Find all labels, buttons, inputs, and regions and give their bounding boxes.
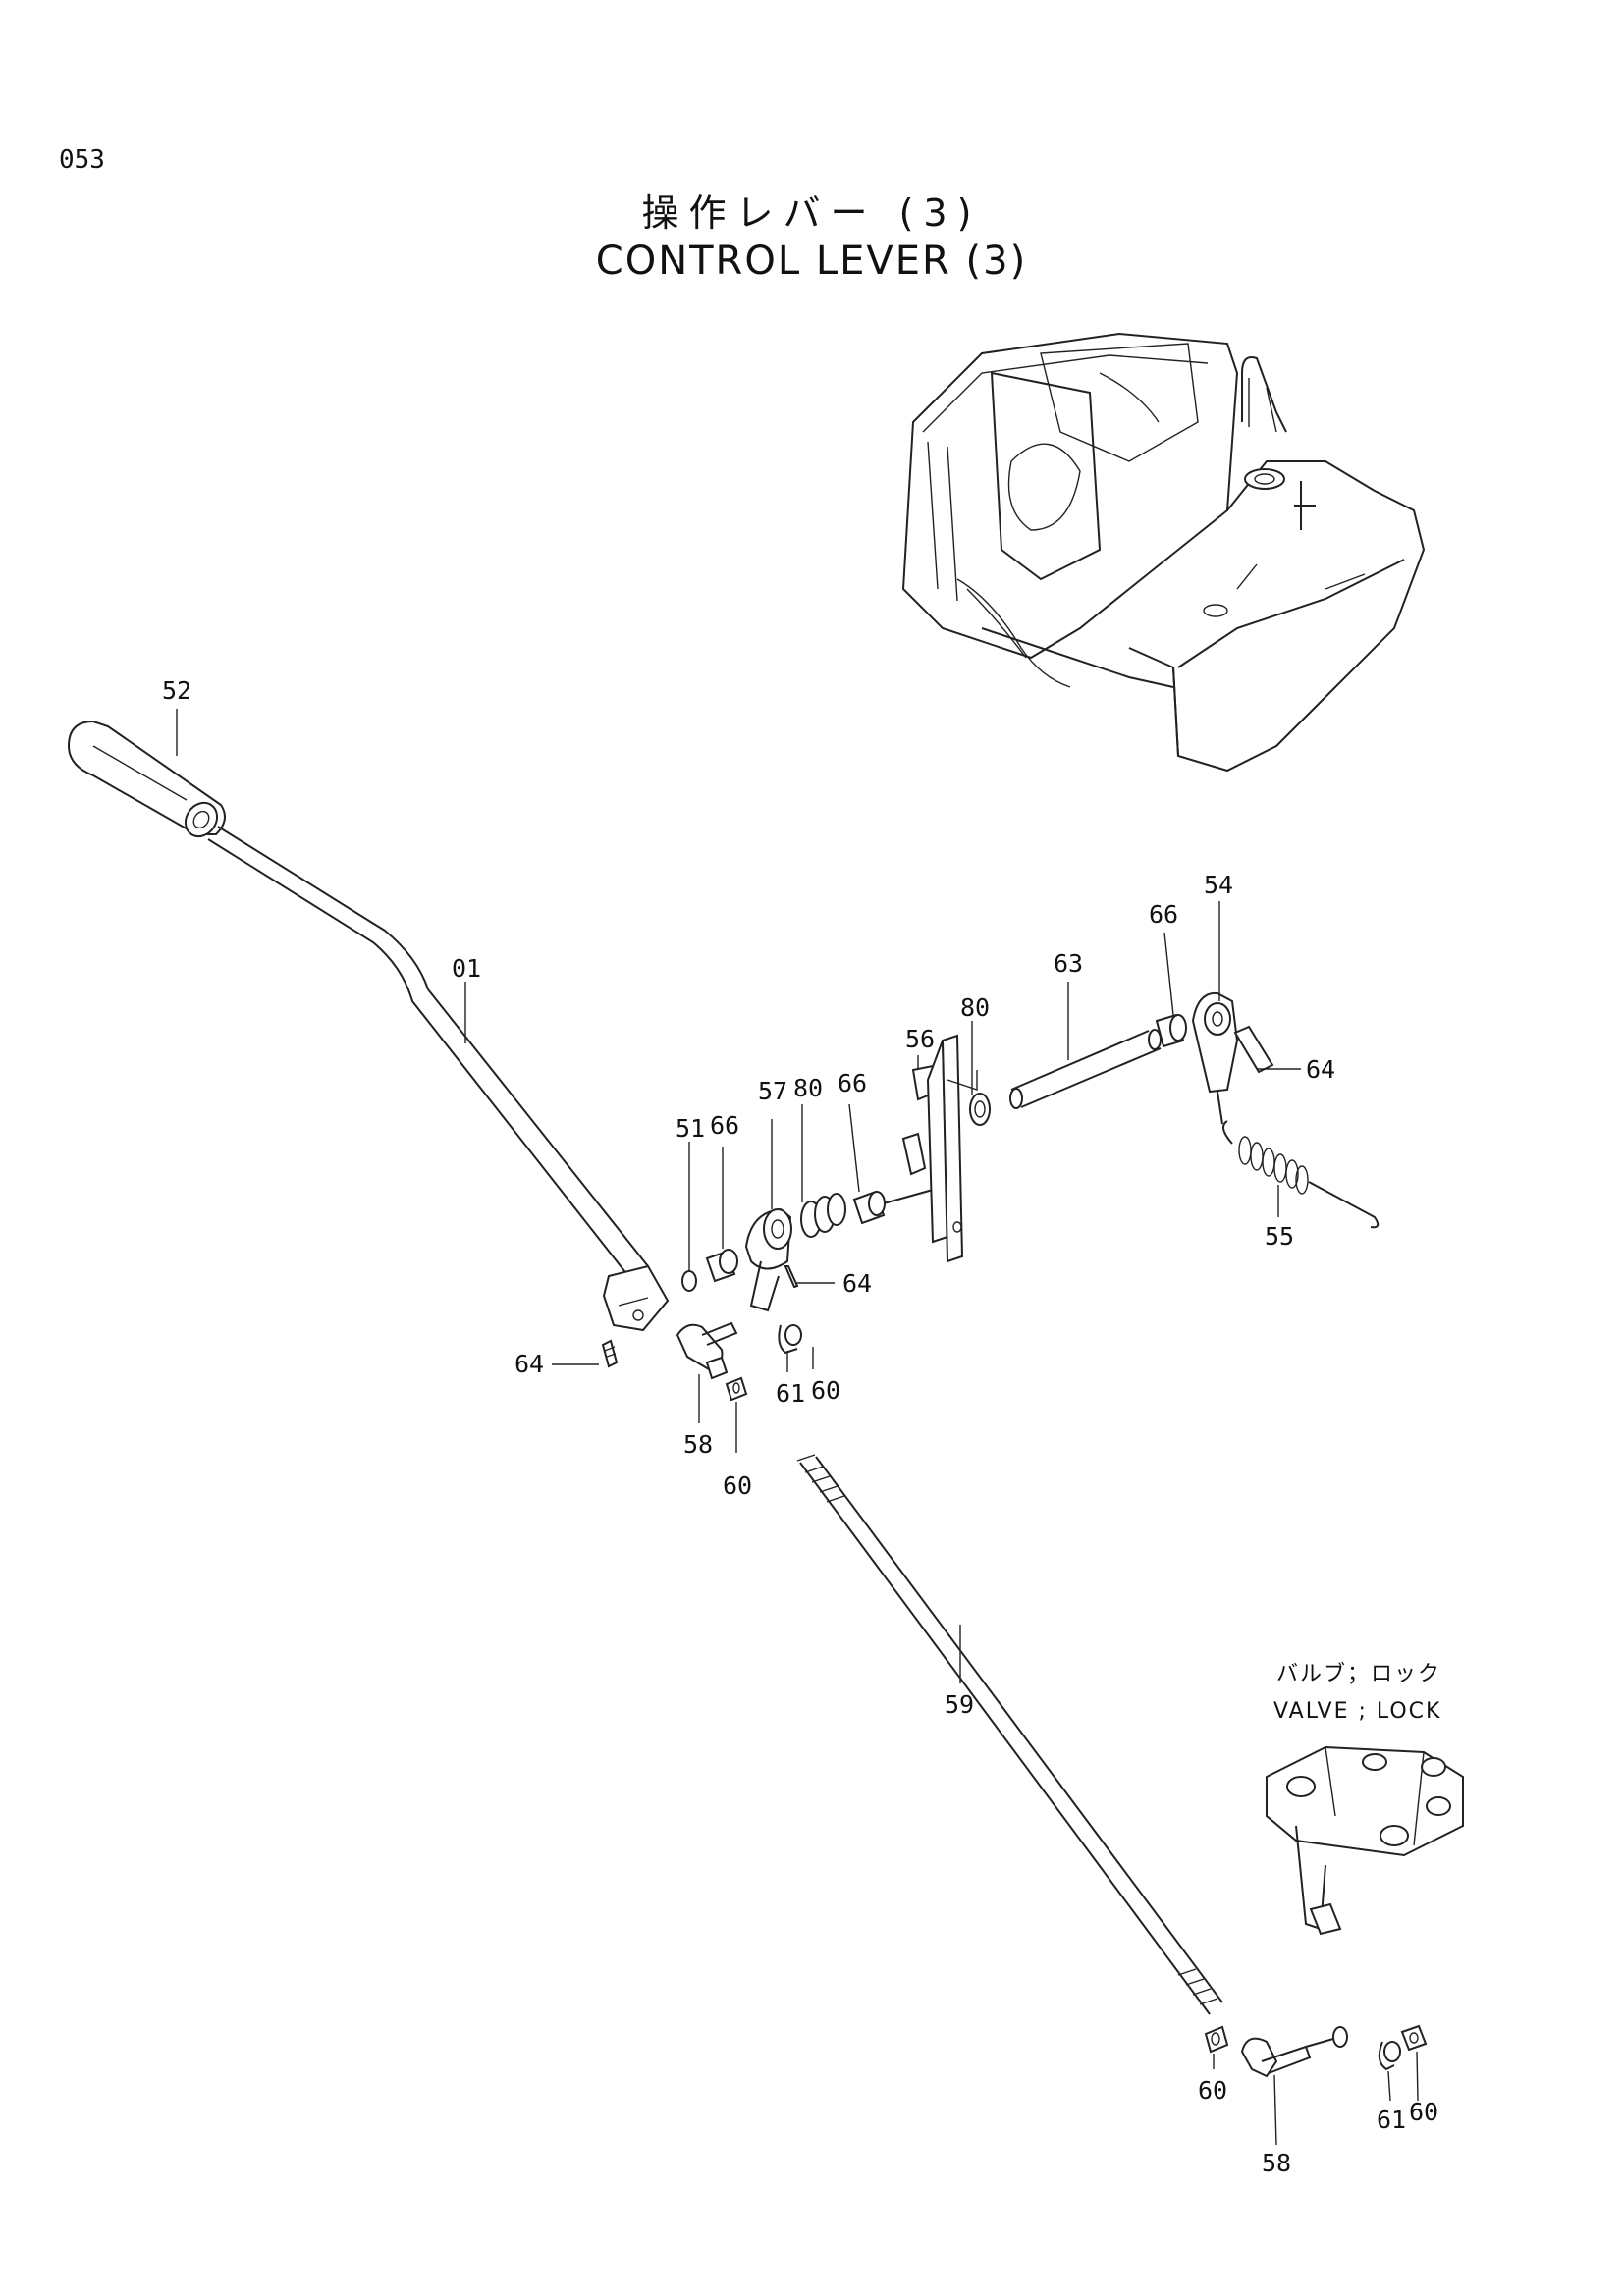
callout-01: 01 xyxy=(452,954,481,983)
callout-64-right: 64 xyxy=(1306,1055,1335,1084)
callout-64-middle: 64 xyxy=(842,1269,872,1298)
callout-60-lower-right: 60 xyxy=(1409,2098,1438,2126)
valve-caption-japanese: バルブ；ロック xyxy=(1276,1662,1441,1686)
callout-63: 63 xyxy=(1054,949,1083,978)
callout-66-left: 66 xyxy=(710,1111,739,1140)
callout-58-upper: 58 xyxy=(683,1430,713,1459)
tension-spring xyxy=(1238,1136,1380,1229)
control-lever-assembly xyxy=(67,720,670,1332)
callout-58-lower: 58 xyxy=(1262,2149,1291,2177)
callout-60-lower-left: 60 xyxy=(1198,2076,1227,2105)
leader-lines xyxy=(176,709,1419,2146)
rod-end-parts xyxy=(601,1265,802,1402)
callout-52: 52 xyxy=(162,676,191,705)
callout-61-upper: 61 xyxy=(776,1379,805,1408)
title-english: CONTROL LEVER (3) xyxy=(595,239,1028,284)
callout-55: 55 xyxy=(1265,1222,1294,1251)
page-number: 053 xyxy=(59,145,105,175)
callout-56: 56 xyxy=(905,1025,935,1053)
excavator-overview-illustration xyxy=(901,332,1426,773)
control-rod xyxy=(796,1454,1229,2054)
lever-bracket-parts xyxy=(681,1034,978,1312)
callout-60-upper: 60 xyxy=(811,1376,840,1405)
callout-80-right: 80 xyxy=(960,993,990,1022)
callout-80-left: 80 xyxy=(793,1074,823,1102)
callout-57: 57 xyxy=(758,1077,787,1105)
callout-61-lower: 61 xyxy=(1377,2106,1406,2134)
callout-labels: 52 01 51 66 57 80 66 56 80 63 66 54 64 5… xyxy=(162,676,1438,2177)
callout-51: 51 xyxy=(676,1114,705,1143)
title-japanese: 操作レバー (3) xyxy=(641,191,982,235)
valve-caption-english: VALVE ; LOCK xyxy=(1273,1699,1441,1724)
shaft-and-spring-parts xyxy=(969,991,1380,1229)
callout-60-rod-end: 60 xyxy=(723,1471,752,1500)
callout-66-right: 66 xyxy=(1149,900,1178,929)
callout-66-middle: 66 xyxy=(838,1069,867,1097)
callout-59: 59 xyxy=(945,1690,974,1719)
lock-valve-illustration xyxy=(1240,1745,1464,2078)
callout-54: 54 xyxy=(1204,871,1233,899)
callout-64-left: 64 xyxy=(514,1350,544,1378)
